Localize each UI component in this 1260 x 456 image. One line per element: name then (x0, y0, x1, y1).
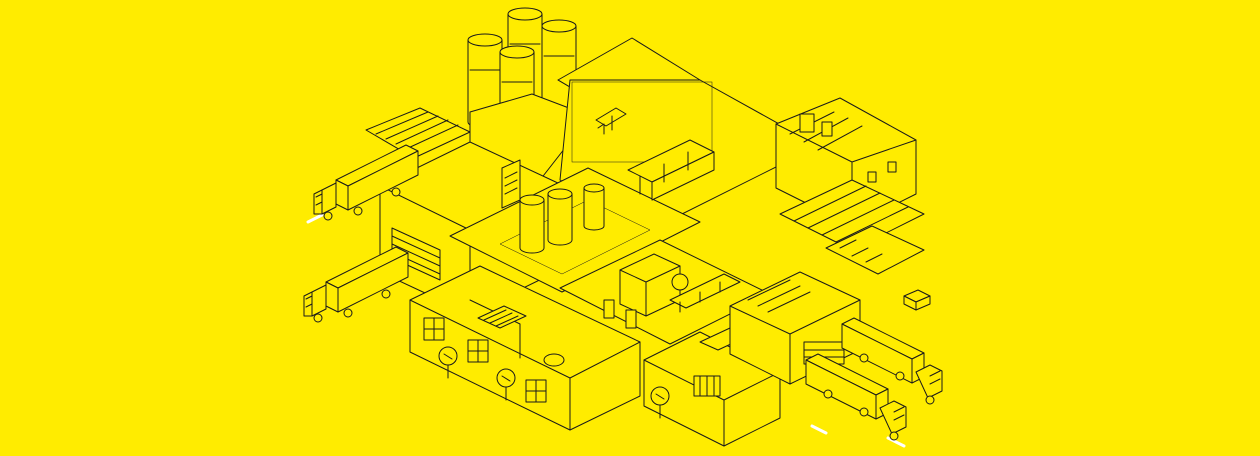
packaging-line (559, 239, 771, 345)
production-hall (449, 107, 715, 293)
right-sheds (779, 179, 925, 275)
front-left-building (409, 265, 641, 431)
truck-lower-left (303, 246, 409, 323)
pallet-stack (903, 289, 931, 311)
